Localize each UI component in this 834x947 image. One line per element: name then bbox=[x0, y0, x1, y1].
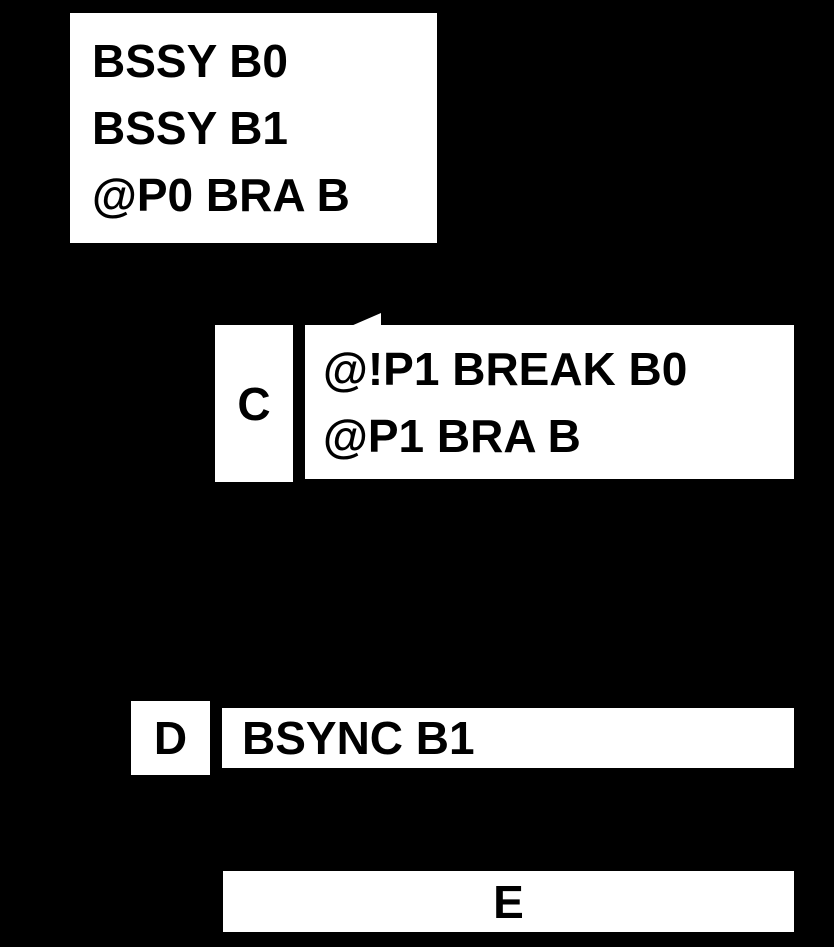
block-a-line-3: @P0 BRA B bbox=[92, 169, 350, 222]
block-d-label[interactable]: D bbox=[131, 701, 210, 775]
block-c-code-box[interactable]: @!P1 BREAK B0 @P1 BRA B bbox=[305, 325, 794, 479]
block-a-line-2: BSSY B1 bbox=[92, 101, 289, 154]
block-e-box[interactable]: E bbox=[223, 871, 794, 932]
block-c-line-1: @!P1 BREAK B0 bbox=[323, 342, 688, 395]
block-c-label[interactable]: C bbox=[215, 325, 293, 482]
block-a-line-1: BSSY B0 bbox=[92, 34, 289, 87]
block-d-code-box[interactable]: BSYNC B1 bbox=[222, 708, 794, 768]
block-c-line-2: @P1 BRA B bbox=[323, 409, 581, 462]
block-d-line-1: BSYNC B1 bbox=[242, 712, 475, 764]
block-a-code-box[interactable]: BSSY B0 BSSY B1 @P0 BRA B bbox=[70, 13, 437, 243]
